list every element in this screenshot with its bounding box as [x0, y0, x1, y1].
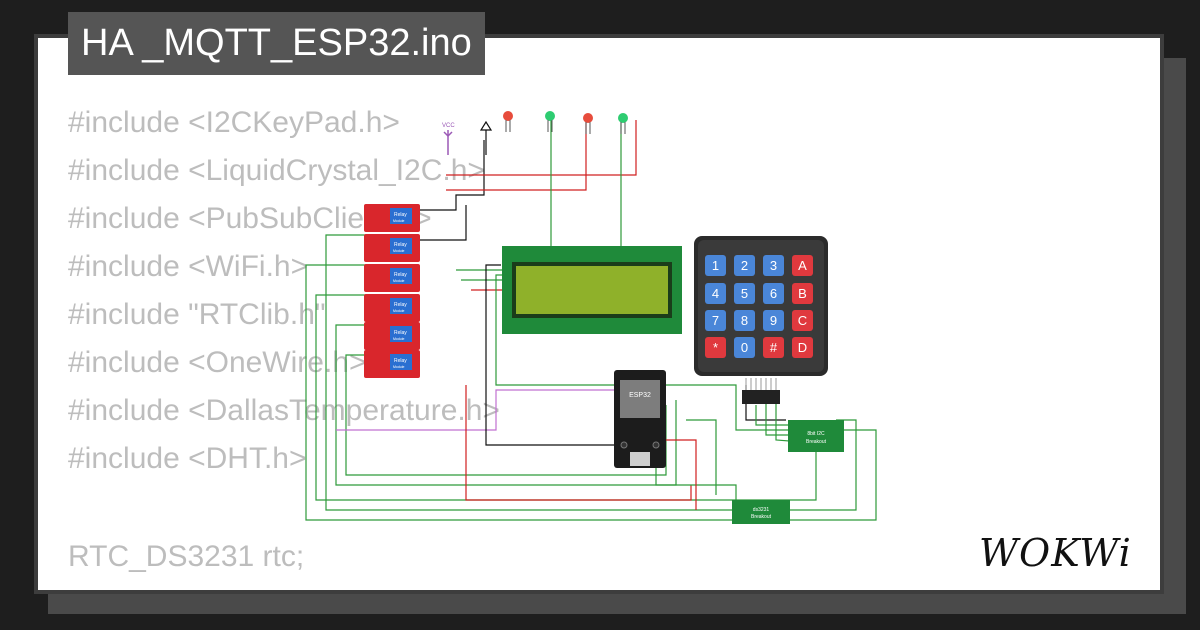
svg-text:8bit I2C: 8bit I2C	[807, 431, 825, 437]
svg-text:*: *	[713, 340, 718, 355]
led-green-1[interactable]	[545, 111, 555, 132]
relay-module[interactable]: Relay Module	[364, 294, 420, 322]
svg-text:Module: Module	[393, 249, 405, 253]
code-line: #include <WiFi.h>	[68, 250, 309, 283]
svg-text:Module: Module	[393, 365, 405, 369]
svg-text:5: 5	[741, 286, 748, 301]
led-red-1[interactable]	[503, 111, 513, 132]
svg-text:6: 6	[770, 286, 777, 301]
svg-text:Module: Module	[393, 337, 405, 341]
svg-text:A: A	[798, 258, 807, 273]
relay-module[interactable]: Relay Module	[364, 264, 420, 292]
svg-text:Breakout: Breakout	[806, 439, 827, 445]
svg-text:Relay: Relay	[394, 358, 407, 364]
relay-module[interactable]: Relay Module	[364, 234, 420, 262]
svg-text:Module: Module	[393, 309, 405, 313]
svg-text:8: 8	[741, 313, 748, 328]
esp32-board[interactable]: ESP32	[614, 370, 666, 468]
lcd-display[interactable]	[502, 246, 682, 334]
relay-module[interactable]: Relay Module	[364, 350, 420, 378]
led-red-2[interactable]	[583, 113, 593, 134]
svg-text:Module: Module	[393, 219, 405, 223]
led-green-2[interactable]	[618, 113, 628, 134]
keypad-connector	[742, 378, 780, 404]
code-line: #include <I2CKeyPad.h>	[68, 106, 400, 139]
svg-text:C: C	[798, 313, 807, 328]
svg-text:Relay: Relay	[394, 302, 407, 308]
ground-symbol	[479, 120, 493, 155]
svg-text:VCC: VCC	[442, 123, 455, 129]
svg-text:4: 4	[712, 286, 719, 301]
svg-text:7: 7	[712, 313, 719, 328]
svg-text:1: 1	[712, 258, 719, 273]
code-line: #include <OneWire.h>	[68, 346, 367, 379]
code-line: #include <DallasTemperature.h>	[68, 394, 500, 427]
svg-text:WOKWi: WOKWi	[979, 531, 1132, 575]
svg-text:Relay: Relay	[394, 242, 407, 248]
code-line: #include "RTClib.h"	[68, 298, 326, 331]
svg-text:#: #	[770, 340, 778, 355]
circuit-diagram: VCC Relay Module Relay Module Relay Modu…	[305, 111, 877, 524]
rtc-breakout[interactable]: ds3231 Breakout	[732, 500, 790, 524]
svg-text:Module: Module	[393, 279, 405, 283]
code-line: #include <DHT.h>	[68, 442, 307, 475]
svg-text:ESP32: ESP32	[629, 392, 651, 399]
svg-text:ds3231: ds3231	[753, 507, 770, 513]
svg-text:Relay: Relay	[394, 212, 407, 218]
svg-text:B: B	[798, 286, 807, 301]
keypad-keys[interactable]: 1 2 3 A 4 5 6 B 7 8 9 C * 0 # D	[705, 255, 813, 358]
svg-text:9: 9	[770, 313, 777, 328]
project-title: HA _MQTT_ESP32.ino	[68, 12, 485, 75]
relay-module[interactable]: Relay Module	[364, 204, 420, 232]
wokwi-logo[interactable]: WOKWi	[975, 528, 1150, 576]
svg-text:Breakout: Breakout	[751, 514, 772, 520]
svg-text:0: 0	[741, 340, 748, 355]
code-line-footer: RTC_DS3231 rtc;	[68, 540, 305, 573]
relay-module[interactable]: Relay Module	[364, 322, 420, 350]
svg-text:D: D	[798, 340, 807, 355]
svg-text:2: 2	[741, 258, 748, 273]
code-line: #include <LiquidCrystal_I2C.h>	[68, 154, 485, 187]
svg-text:Relay: Relay	[394, 272, 407, 278]
vcc-symbol: VCC	[442, 123, 455, 155]
i2c-breakout[interactable]: 8bit I2C Breakout	[788, 420, 844, 452]
svg-text:3: 3	[770, 258, 777, 273]
wires	[305, 120, 877, 521]
svg-text:Relay: Relay	[394, 330, 407, 336]
